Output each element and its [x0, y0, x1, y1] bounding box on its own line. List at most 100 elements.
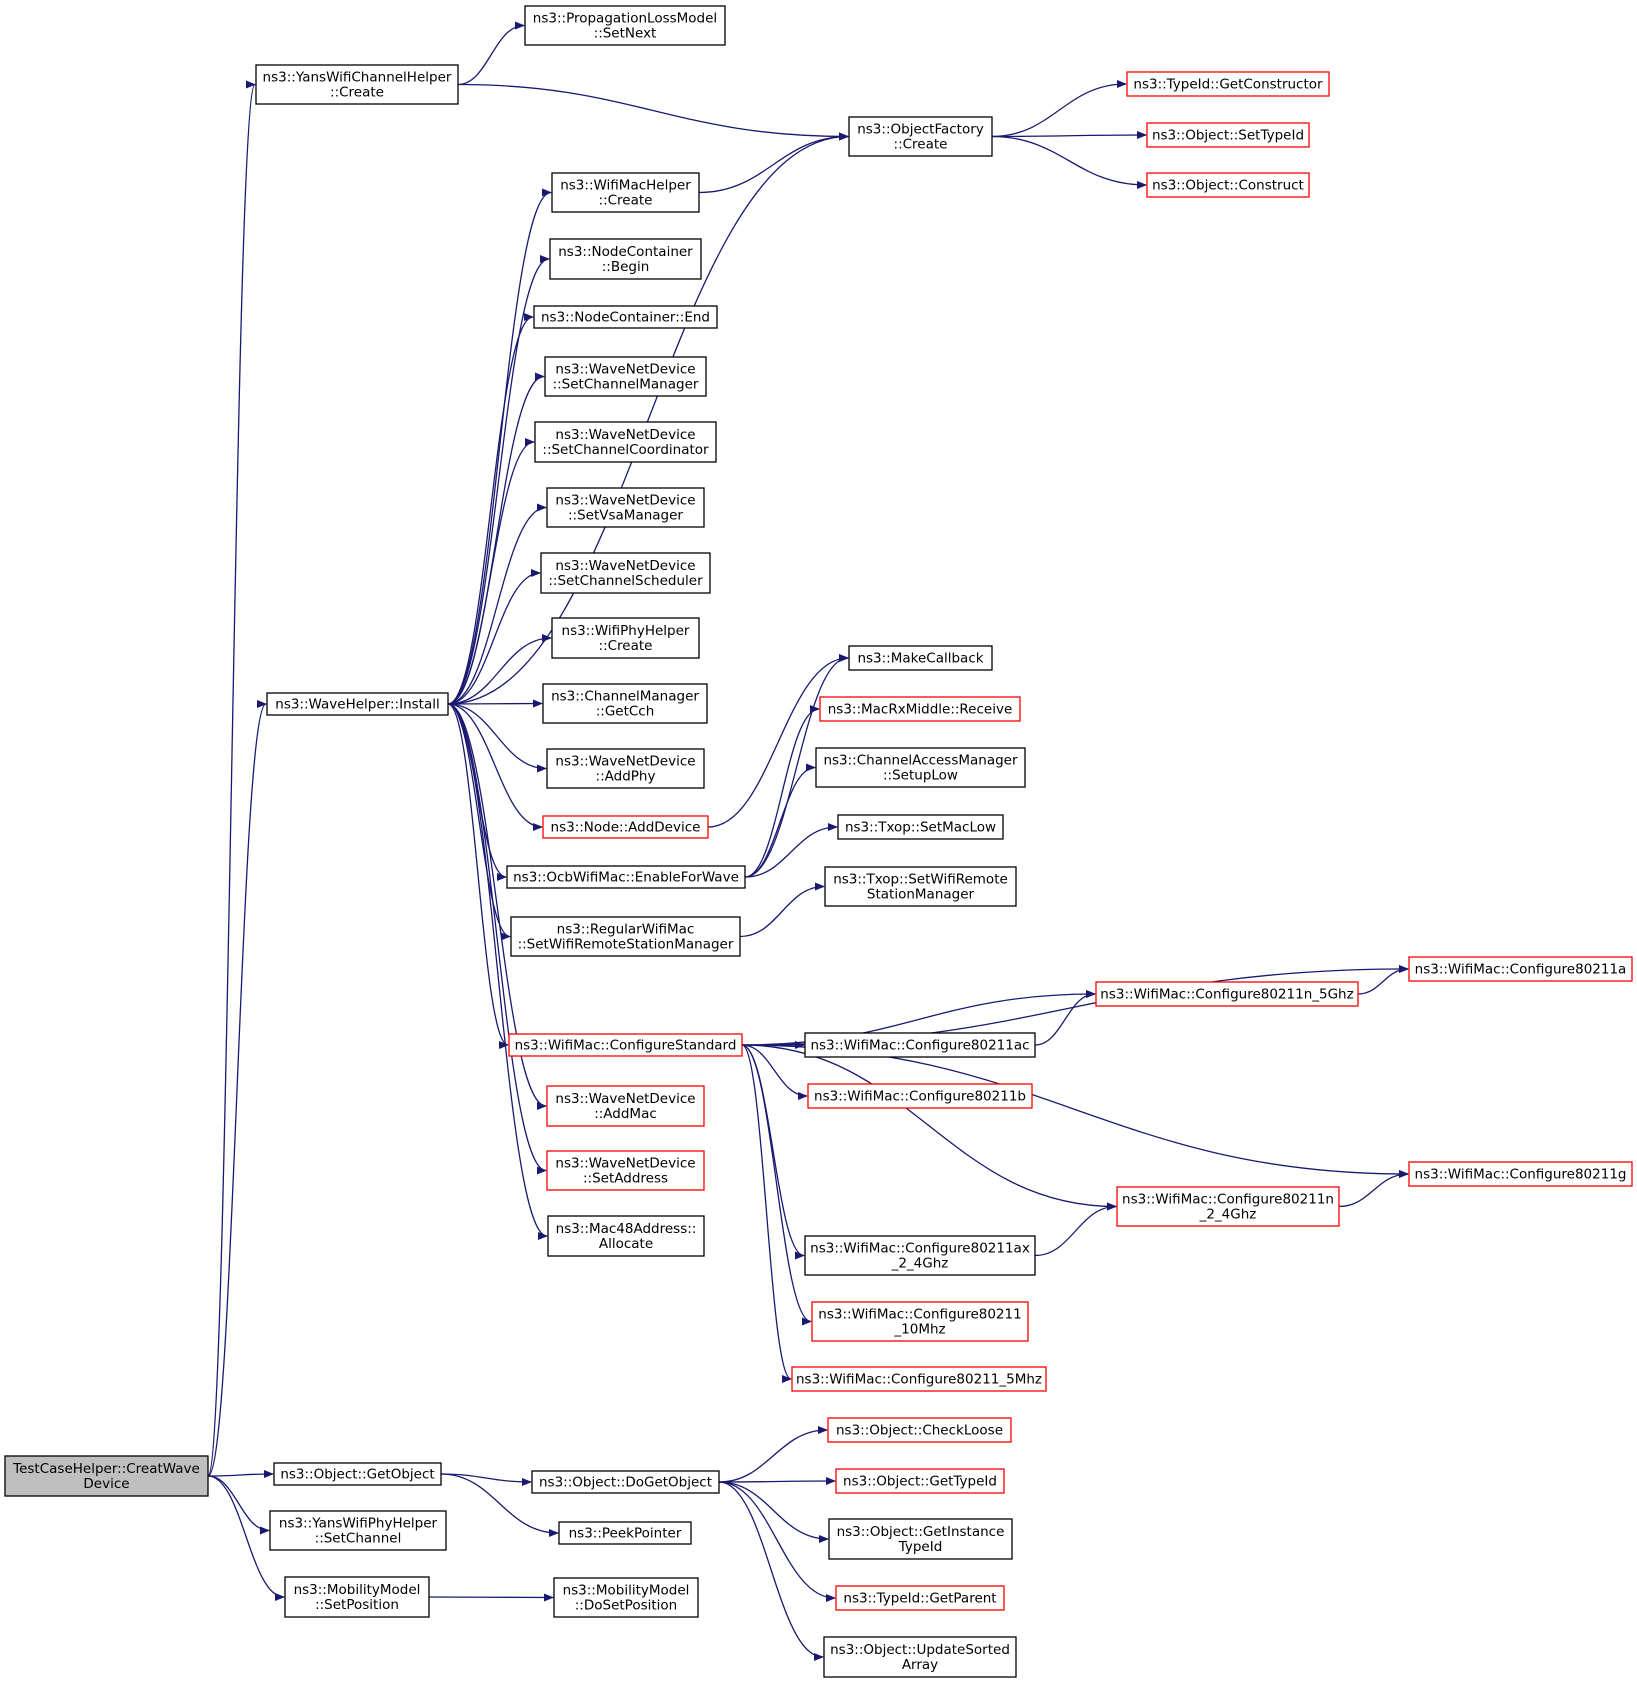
node-label-regmac-1: ::SetWifiRemoteStationManager	[518, 937, 734, 953]
node-box-c11g	[1408, 1161, 1633, 1187]
node-getcch[interactable]: ns3::ChannelManager::GetCch	[542, 683, 708, 724]
edge-dogetobj-to-getinst	[718, 1481, 829, 1543]
node-c1110[interactable]: ns3::WifiMac::Configure80211_10Mhz	[811, 1301, 1029, 1342]
node-box-peek	[558, 1521, 692, 1545]
node-ncbegin[interactable]: ns3::NodeContainer::Begin	[549, 238, 702, 280]
node-box-c11b	[807, 1083, 1033, 1109]
node-box-updsorted	[823, 1636, 1017, 1678]
node-makecb[interactable]: ns3::MakeCallback	[848, 645, 993, 671]
node-box-addphy	[546, 748, 705, 789]
node-box-gettid	[835, 1468, 1005, 1494]
node-c11g[interactable]: ns3::WifiMac::Configure80211g	[1408, 1161, 1633, 1187]
node-peek[interactable]: ns3::PeekPointer	[558, 1521, 692, 1545]
node-checkloose[interactable]: ns3::Object::CheckLoose	[827, 1417, 1012, 1443]
node-label-addphy-0: ns3::WaveNetDevice	[555, 754, 695, 770]
node-label-c11ac-0: ns3::WifiMac::Configure80211ac	[810, 1038, 1029, 1054]
edge-objfact-to-getctor	[991, 80, 1127, 138]
node-setchmgr[interactable]: ns3::WaveNetDevice::SetChannelManager	[544, 356, 707, 397]
node-objfact[interactable]: ns3::ObjectFactory::Create	[848, 116, 993, 157]
node-box-objfact	[848, 116, 993, 157]
node-label-getinst-0: ns3::Object::GetInstance	[837, 1524, 1005, 1540]
node-c11a[interactable]: ns3::WifiMac::Configure80211a	[1408, 956, 1633, 982]
node-c11b[interactable]: ns3::WifiMac::Configure80211b	[807, 1083, 1033, 1109]
edge-install-to-setchmgr	[447, 372, 545, 705]
node-box-rxmid	[819, 696, 1021, 722]
node-label-propnext-1: ::SetNext	[594, 26, 657, 42]
edge-install-to-setchcoord	[447, 438, 535, 705]
node-c11n5[interactable]: ns3::WifiMac::Configure80211n_5Ghz	[1095, 981, 1359, 1007]
node-dogetobj[interactable]: ns3::Object::DoGetObject	[531, 1470, 720, 1494]
node-yanschan[interactable]: ns3::YansWifiChannelHelper::Create	[255, 64, 459, 105]
node-label-addphy-1: ::AddPhy	[596, 769, 656, 785]
node-label-c11ax-0: ns3::WifiMac::Configure80211ax	[810, 1241, 1030, 1257]
node-yansphy[interactable]: ns3::YansWifiPhyHelper::SetChannel	[269, 1510, 447, 1551]
node-addphy[interactable]: ns3::WaveNetDevice::AddPhy	[546, 748, 705, 789]
node-setvsa[interactable]: ns3::WaveNetDevice::SetVsaManager	[546, 487, 705, 528]
node-getctor[interactable]: ns3::TypeId::GetConstructor	[1126, 71, 1330, 97]
node-c11ac[interactable]: ns3::WifiMac::Configure80211ac	[804, 1032, 1036, 1058]
edge-install-to-addphy	[447, 703, 547, 773]
node-ncend[interactable]: ns3::NodeContainer::End	[533, 305, 718, 329]
node-box-macalloc	[547, 1215, 705, 1257]
node-adddev[interactable]: ns3::Node::AddDevice	[542, 815, 709, 839]
node-label-addmac-1: ::AddMac	[594, 1106, 657, 1122]
edge-objfact-to-construct	[991, 135, 1147, 189]
node-setpos[interactable]: ns3::MobilityModel::SetPosition	[284, 1576, 430, 1618]
node-label-setchsched-1: ::SetChannelScheduler	[548, 573, 703, 589]
node-install[interactable]: ns3::WaveHelper::Install	[266, 692, 449, 716]
node-setchcoord[interactable]: ns3::WaveNetDevice::SetChannelCoordinato…	[534, 421, 717, 463]
node-setchsched[interactable]: ns3::WaveNetDevice::SetChannelScheduler	[540, 552, 711, 594]
edge-install-to-confstd	[447, 703, 509, 1049]
node-box-addmac	[546, 1085, 705, 1127]
node-c11ax[interactable]: ns3::WifiMac::Configure80211ax_2_4Ghz	[804, 1235, 1036, 1276]
node-construct[interactable]: ns3::Object::Construct	[1146, 172, 1310, 198]
node-gettid[interactable]: ns3::Object::GetTypeId	[835, 1468, 1005, 1494]
node-box-c1110	[811, 1301, 1029, 1342]
node-getobj[interactable]: ns3::Object::GetObject	[273, 1462, 442, 1486]
node-macHelper[interactable]: ns3::WifiMacHelper::Create	[551, 172, 700, 213]
edge-install-to-adddev	[447, 703, 543, 831]
node-box-c115	[791, 1366, 1047, 1392]
node-rxmid[interactable]: ns3::MacRxMiddle::Receive	[819, 696, 1021, 722]
node-label-enablewave-0: ns3::OcbWifiMac::EnableForWave	[513, 870, 739, 886]
node-label-setvsa-0: ns3::WaveNetDevice	[555, 493, 695, 509]
node-getparent[interactable]: ns3::TypeId::GetParent	[835, 1585, 1005, 1611]
node-box-c11ax	[804, 1235, 1036, 1276]
edge-install-to-ncend	[447, 313, 534, 705]
node-label-yanschan-1: ::Create	[330, 85, 384, 101]
node-txoplow[interactable]: ns3::Txop::SetMacLow	[837, 814, 1004, 840]
edge-layer	[207, 21, 1409, 1661]
node-macalloc[interactable]: ns3::Mac48Address::Allocate	[547, 1215, 705, 1257]
node-enablewave[interactable]: ns3::OcbWifiMac::EnableForWave	[506, 865, 746, 889]
node-box-txoplow	[837, 814, 1004, 840]
node-label-yansphy-0: ns3::YansWifiPhyHelper	[279, 1516, 438, 1532]
node-label-getctor-0: ns3::TypeId::GetConstructor	[1133, 77, 1323, 93]
node-dosetpos[interactable]: ns3::MobilityModel::DoSetPosition	[553, 1577, 699, 1618]
node-box-confstd	[508, 1033, 743, 1057]
node-box-phyHelper	[551, 617, 700, 659]
node-box-txoprsm	[824, 866, 1017, 907]
edge-regmac-to-txoprsm	[739, 882, 825, 938]
node-label-ncend-0: ns3::NodeContainer::End	[541, 310, 710, 326]
node-box-yanschan	[255, 64, 459, 105]
node-regmac[interactable]: ns3::RegularWifiMac::SetWifiRemoteStatio…	[510, 916, 741, 957]
node-confstd[interactable]: ns3::WifiMac::ConfigureStandard	[508, 1033, 743, 1057]
node-addmac[interactable]: ns3::WaveNetDevice::AddMac	[546, 1085, 705, 1127]
node-phyHelper[interactable]: ns3::WifiPhyHelper::Create	[551, 617, 700, 659]
edge-install-to-setvsa	[447, 503, 547, 705]
node-txoprsm[interactable]: ns3::Txop::SetWifiRemoteStationManager	[824, 866, 1017, 907]
node-c11n24[interactable]: ns3::WifiMac::Configure80211n_2_4Ghz	[1116, 1186, 1340, 1227]
node-settid[interactable]: ns3::Object::SetTypeId	[1146, 122, 1310, 148]
node-c115[interactable]: ns3::WifiMac::Configure80211_5Mhz	[791, 1366, 1047, 1392]
node-label-macalloc-0: ns3::Mac48Address::	[556, 1221, 697, 1237]
node-label-peek-0: ns3::PeekPointer	[569, 1526, 682, 1542]
node-setaddr[interactable]: ns3::WaveNetDevice::SetAddress	[546, 1150, 705, 1191]
edge-confstd-to-c11g	[741, 1044, 1409, 1178]
node-propnext[interactable]: ns3::PropagationLossModel::SetNext	[524, 5, 726, 46]
node-camlow[interactable]: ns3::ChannelAccessManager::SetupLow	[815, 747, 1026, 788]
edge-creat-to-yansphy	[207, 1475, 270, 1535]
edge-getobj-to-dogetobj	[440, 1473, 532, 1486]
